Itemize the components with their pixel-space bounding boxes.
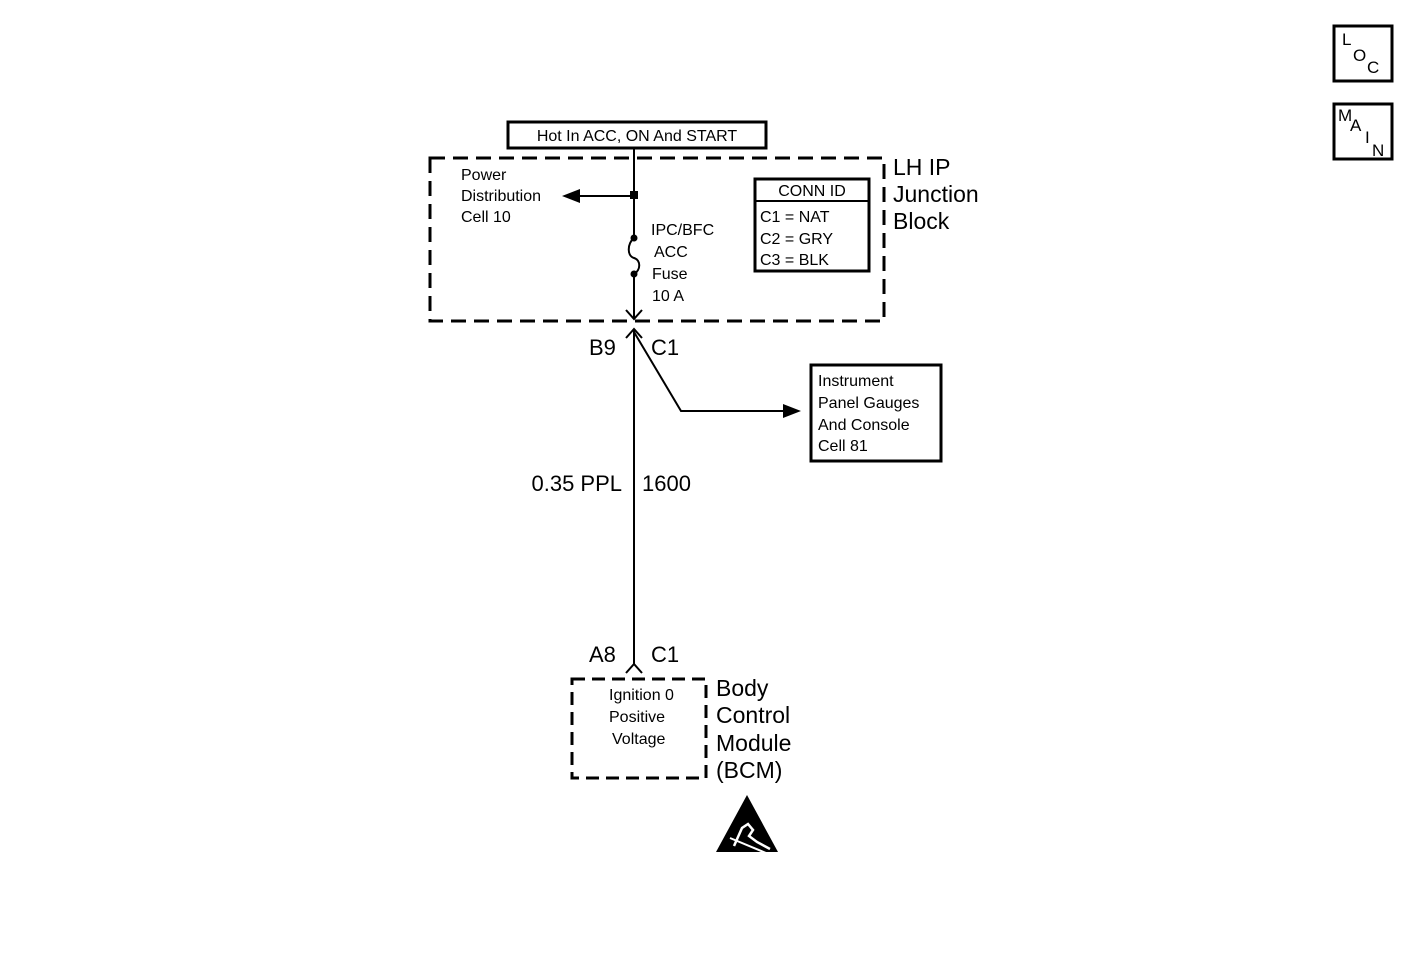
junction-block-outline — [428, 156, 886, 323]
conn-id-title: CONN ID — [778, 183, 846, 200]
svg-text:IPC/BFC: IPC/BFC — [651, 222, 714, 239]
main-menu-icon: M A I N — [1338, 106, 1384, 160]
svg-text:Module: Module — [716, 730, 791, 756]
fuse-symbol-icon — [627, 234, 641, 318]
arrow-right-icon — [783, 404, 801, 418]
svg-text:M: M — [1338, 106, 1352, 125]
main-button[interactable]: M A I N — [1332, 102, 1394, 161]
power-distribution-ref[interactable]: Power Distribution Cell 10 — [461, 167, 634, 226]
conn-id-row: C1 = NAT — [760, 209, 830, 226]
wire-gauge-color: 0.35 PPL — [531, 471, 622, 496]
svg-text:ACC: ACC — [654, 244, 688, 261]
junction-block-name: LH IP Junction Block — [893, 154, 979, 234]
svg-text:And Console: And Console — [818, 417, 910, 434]
svg-text:Panel Gauges: Panel Gauges — [818, 395, 919, 412]
svg-text:Junction: Junction — [893, 181, 979, 207]
connector-pin-b9: B9 — [589, 335, 616, 360]
svg-text:Power: Power — [461, 167, 507, 184]
svg-text:Cell 10: Cell 10 — [461, 209, 511, 226]
arrow-left-icon — [562, 189, 580, 203]
esd-sensitive-icon — [716, 795, 779, 859]
connector-pin-a8: A8 — [589, 642, 616, 667]
bcm-name: Body Control Module (BCM) — [716, 675, 791, 783]
svg-text:LH IP: LH IP — [893, 154, 951, 180]
svg-text:Block: Block — [893, 208, 950, 234]
svg-text:Positive: Positive — [609, 709, 665, 726]
svg-text:Fuse: Fuse — [652, 266, 688, 283]
conn-id-row: C3 = BLK — [760, 252, 829, 269]
svg-text:Instrument: Instrument — [818, 373, 894, 390]
conn-id-table: CONN ID C1 = NAT C2 = GRY C3 = BLK — [753, 177, 871, 273]
fuse-label: IPC/BFC ACC Fuse 10 A — [651, 222, 714, 305]
loc-button[interactable]: L O C — [1332, 24, 1394, 83]
supply-label: Hot In ACC, ON And START — [537, 128, 738, 145]
svg-text:Cell 81: Cell 81 — [818, 438, 868, 455]
svg-text:(BCM): (BCM) — [716, 757, 782, 783]
svg-text:A: A — [1350, 116, 1362, 135]
svg-text:N: N — [1372, 141, 1384, 160]
svg-text:10 A: 10 A — [652, 288, 684, 305]
wire-circuit-number: 1600 — [642, 471, 691, 496]
location-icon: L O C — [1342, 30, 1379, 77]
ipc-branch-wire — [633, 331, 801, 418]
ipc-reference-box[interactable]: Instrument Panel Gauges And Console Cell… — [809, 363, 943, 463]
connector-a8-icon — [625, 662, 643, 674]
svg-text:L: L — [1342, 30, 1351, 49]
svg-text:Voltage: Voltage — [612, 731, 665, 748]
svg-text:Distribution: Distribution — [461, 188, 541, 205]
svg-text:Control: Control — [716, 702, 790, 728]
connector-c1-top: C1 — [651, 335, 679, 360]
svg-text:O: O — [1353, 46, 1366, 65]
supply-label-box: Hot In ACC, ON And START — [506, 120, 768, 150]
bcm-outline — [570, 677, 708, 780]
bcm-input-label: Ignition 0 Positive Voltage — [609, 687, 674, 748]
conn-id-row: C2 = GRY — [760, 231, 833, 248]
connector-c1-bottom: C1 — [651, 642, 679, 667]
svg-text:C: C — [1367, 58, 1379, 77]
svg-text:Body: Body — [716, 675, 769, 701]
svg-text:I: I — [1365, 128, 1370, 147]
svg-text:Ignition 0: Ignition 0 — [609, 687, 674, 704]
